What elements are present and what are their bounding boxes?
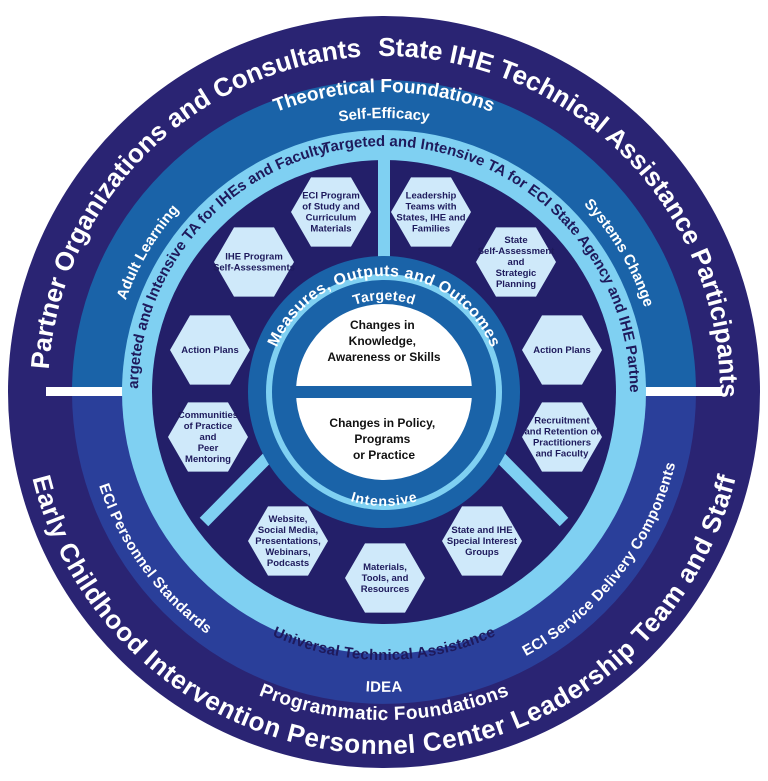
center-bottom-text: Changes in Policy, Programs or Practice [329,416,438,462]
hexagon-shape [522,315,602,385]
hexagon-shape [214,227,294,297]
intensive-label: Intensive [349,488,418,509]
idea-label: IDEA [365,678,402,696]
hexagon-label: Action Plans [533,345,591,356]
hexagon-label: Action Plans [181,345,239,356]
center-top-text: Changes in Knowledge, Awareness or Skill… [327,318,441,364]
hexagon-shape [442,506,522,576]
targeted-label: Targeted [351,287,418,308]
hexagon-shape [248,506,328,576]
hexagon-right-3: Action Plans [522,315,602,385]
sector-divider-bottom-right [495,452,569,527]
hexagon-shape [476,227,556,297]
hexagon-label: Website,Social Media,Presentations,Webin… [255,514,320,569]
hexagon-shape [168,402,248,472]
sector-divider-top [378,158,390,258]
hexagon-left-3: Action Plans [170,315,250,385]
hexagon-shape [170,315,250,385]
sector-divider-bottom-left [199,452,273,527]
hexagon-shape [345,543,425,613]
hexagon-bottom-1: Website,Social Media,Presentations,Webin… [248,506,328,576]
hexagon-shape [522,402,602,472]
hexagon-shape [391,177,471,247]
hexagon-shape [291,177,371,247]
center-divider [290,386,478,398]
